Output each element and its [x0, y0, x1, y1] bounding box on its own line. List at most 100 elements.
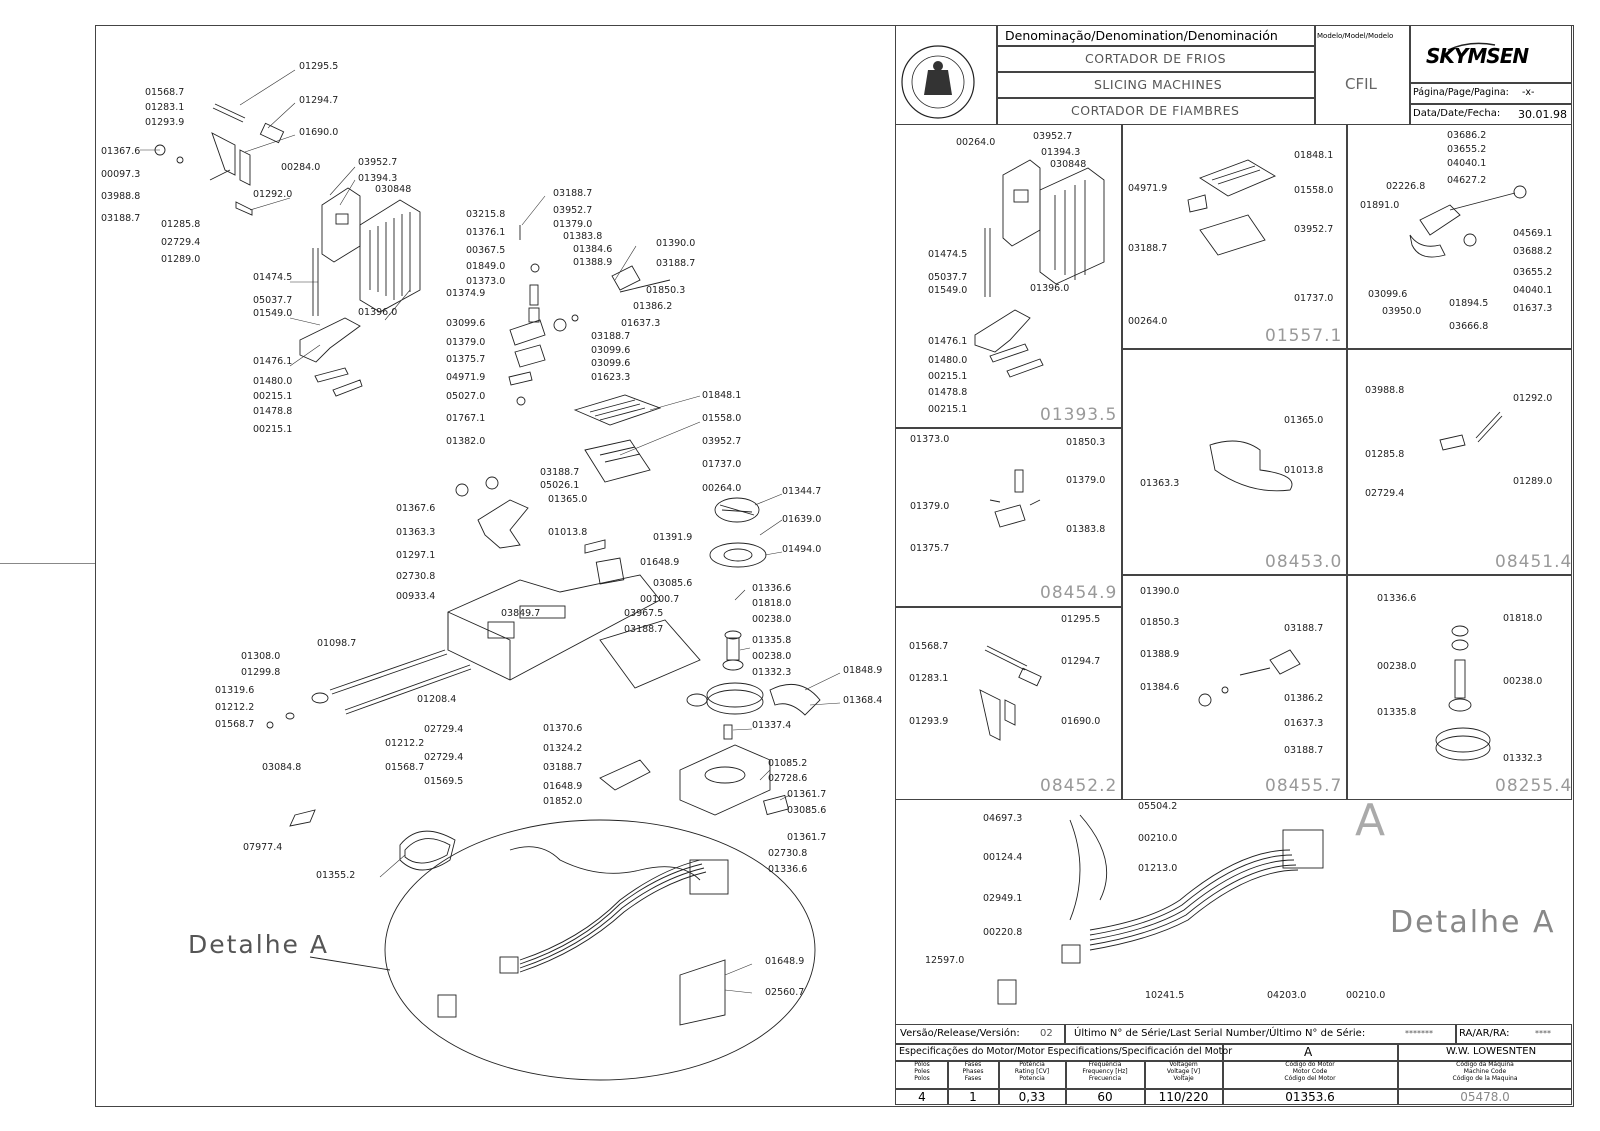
part-label: 00215.1 [928, 404, 968, 415]
header-line: Fases [964, 1061, 982, 1068]
part-label: 03952.7 [1033, 131, 1073, 142]
part-label: 05027.0 [446, 391, 486, 402]
part-label: 01623.3 [591, 372, 631, 383]
part-label: 03099.6 [591, 345, 631, 356]
part-label: 01474.5 [253, 272, 293, 283]
assembly-code: 08455.7 [1265, 776, 1343, 796]
header-line: Voltage [V] [1166, 1068, 1201, 1075]
model-header: Modelo/Model/Modelo [1317, 32, 1394, 40]
part-label: 01368.4 [843, 695, 883, 706]
part-label: 00238.0 [752, 614, 792, 625]
part-label: 01336.6 [768, 864, 808, 875]
grid-line [1121, 124, 1123, 800]
footer-vline [1222, 1043, 1224, 1105]
part-label: 01852.0 [543, 796, 583, 807]
part-label: 01376.1 [466, 227, 506, 238]
header-line: Phases [962, 1068, 984, 1075]
part-label: 07977.4 [243, 842, 283, 853]
part-label: 03188.7 [1284, 623, 1324, 634]
motor-letter: A [1304, 1045, 1313, 1059]
header-line: Rating [CV] [1014, 1068, 1050, 1075]
serial-label: Último N° de Série/Last Serial Number/Úl… [1074, 1028, 1366, 1039]
motor-spec-label: Especificações do Motor/Motor Especifica… [899, 1046, 1233, 1057]
part-label: 03849.7 [501, 608, 541, 619]
part-label: 01363.3 [396, 527, 436, 538]
assembly-code: 08452.2 [1040, 776, 1118, 796]
footer-vline [1455, 1024, 1457, 1043]
part-label: 02730.8 [768, 848, 808, 859]
assembly-code: 08454.9 [1040, 583, 1118, 603]
part-label: 01332.3 [752, 667, 792, 678]
part-label: 01818.0 [1503, 613, 1543, 624]
part-label: 01549.0 [253, 308, 293, 319]
part-label: 00215.1 [253, 424, 293, 435]
part-label: 01293.9 [145, 117, 185, 128]
header-line: Potencia [1019, 1075, 1045, 1082]
footer-table [895, 1024, 1572, 1105]
part-label: 03952.7 [702, 436, 742, 447]
part-label: 04697.3 [983, 813, 1023, 824]
part-label: 00215.1 [253, 391, 293, 402]
ra-label: RA/AR/RA: [1459, 1028, 1510, 1039]
part-label: 03099.6 [446, 318, 486, 329]
part-label: 01568.7 [909, 641, 949, 652]
footer-line [895, 1060, 1572, 1062]
ra-value: **** [1535, 1029, 1551, 1038]
header-line: Voltaje [1173, 1075, 1194, 1082]
part-label: 01637.3 [1284, 718, 1324, 729]
part-label: 030848 [1050, 159, 1087, 170]
part-label: 01335.8 [752, 635, 792, 646]
part-label: 01818.0 [752, 598, 792, 609]
val-phases: 1 [969, 1090, 977, 1104]
header-line: Fases [964, 1075, 982, 1082]
part-label: 01363.3 [1140, 478, 1180, 489]
part-label: 01208.4 [417, 694, 457, 705]
part-label: 01391.9 [653, 532, 693, 543]
part-label: 01365.0 [1284, 415, 1324, 426]
part-label: 02949.1 [983, 893, 1023, 904]
sheet-edge-mark [0, 563, 95, 564]
grid-line [1121, 574, 1572, 576]
part-label: 02728.6 [768, 773, 808, 784]
part-label: 01383.8 [563, 231, 603, 242]
detail-a-callout: Detalhe A [188, 930, 329, 959]
grid-line [895, 606, 1121, 608]
date-value: 30.01.98 [1518, 108, 1567, 121]
part-label: 03084.8 [262, 762, 302, 773]
page-label: Página/Page/Pagina: [1413, 87, 1509, 98]
part-label: 04040.1 [1513, 285, 1553, 296]
part-label: 01891.0 [1360, 200, 1400, 211]
part-label: 03967.5 [624, 608, 664, 619]
part-label: 05037.7 [253, 295, 293, 306]
title-block-row-line [1409, 82, 1572, 84]
part-label: 02729.4 [424, 752, 464, 763]
part-label: 01478.8 [928, 387, 968, 398]
part-label: 05037.7 [928, 272, 968, 283]
title-block-row-line [1409, 103, 1572, 105]
part-label: 01013.8 [548, 527, 588, 538]
part-label: 00215.1 [928, 371, 968, 382]
part-label: 03215.8 [466, 209, 506, 220]
part-label: 030848 [375, 184, 412, 195]
part-label: 01648.9 [640, 557, 680, 568]
version-value: 02 [1040, 1028, 1053, 1039]
footer-line [895, 1043, 1572, 1045]
part-label: 01292.0 [1513, 393, 1553, 404]
part-label: 01332.3 [1503, 753, 1543, 764]
part-label: 01850.3 [1140, 617, 1180, 628]
part-label: 00100.7 [640, 594, 680, 605]
part-label: 01494.0 [782, 544, 822, 555]
assembly-code: 08451.4 [1495, 552, 1573, 572]
part-label: 01375.7 [910, 543, 950, 554]
part-label: 01373.0 [466, 276, 506, 287]
serial-value: ******* [1405, 1029, 1433, 1038]
part-label: 01690.0 [1061, 716, 1101, 727]
part-label: 01212.2 [215, 702, 255, 713]
part-label: 01737.0 [702, 459, 742, 470]
part-label: 01295.5 [299, 61, 339, 72]
title-block-row-line [996, 45, 1314, 47]
part-label: 01374.9 [446, 288, 486, 299]
part-label: 01648.9 [765, 956, 805, 967]
